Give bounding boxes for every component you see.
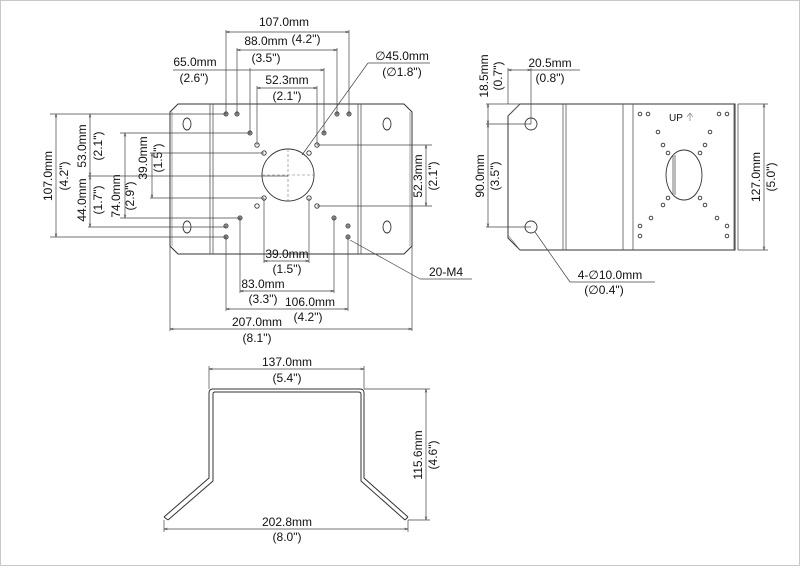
dim-202-mm: 202.8mm: [262, 515, 312, 529]
front-plate-outline: [169, 103, 413, 255]
dim-106-in: (4.2"): [294, 310, 323, 324]
dim-39-bottom-mm: 39.0mm: [265, 247, 308, 261]
up-label: UP: [669, 113, 683, 124]
dim-53-mm: 53.0mm: [75, 124, 89, 167]
dim-39-bottom-in: (1.5"): [273, 262, 302, 276]
cable-hole: [665, 149, 703, 201]
dim-90-mm: 90.0mm: [473, 154, 487, 197]
dim-20-mm: 20.5mm: [528, 56, 571, 70]
dim-127-mm: 127.0mm: [749, 152, 763, 202]
dim-39-left-mm: 39.0mm: [136, 136, 150, 179]
dim-52-top-mm: 52.3mm: [265, 73, 308, 87]
dim-83-in: (3.3"): [249, 292, 278, 306]
dim-65-mm: 65.0mm: [173, 55, 216, 69]
side-view: UP 18.5mm (0.7") 20.5mm (0.8") 90.0mm (3…: [473, 54, 778, 297]
slot-hole: [382, 220, 392, 234]
dim-137-in: (5.4"): [273, 371, 302, 385]
dim-107-top-in: (4.2"): [292, 32, 321, 46]
bracket-profile-outer: [163, 388, 409, 518]
hole-callout-in: (∅0.4"): [584, 283, 623, 297]
dim-20-in: (0.8"): [536, 71, 565, 85]
dim-18-in: (0.7"): [491, 62, 505, 91]
dim-107-left-in: (4.2"): [57, 162, 71, 191]
dim-207-in: (8.1"): [243, 331, 272, 345]
hole-callout-mm: 4-∅10.0mm: [578, 268, 642, 282]
dim-52-top-in: (2.1"): [273, 89, 302, 103]
dim-127-in: (5.0"): [764, 163, 778, 192]
dim-53-in: (2.1"): [91, 132, 105, 161]
dim-207-mm: 207.0mm: [232, 315, 282, 329]
dim-52-right-mm: 52.3mm: [411, 154, 425, 197]
dim-107-left-mm: 107.0mm: [41, 151, 55, 201]
dim-52-right-in: (2.1"): [426, 162, 440, 191]
thread-callout: 20-M4: [429, 265, 463, 279]
dim-115-in: (4.6"): [426, 441, 440, 470]
dim-88-mm: 88.0mm: [244, 34, 287, 48]
up-arrow-icon: [686, 112, 694, 121]
dim-107-top-mm: 107.0mm: [259, 15, 309, 29]
dim-44-mm: 44.0mm: [75, 178, 89, 221]
dim-202-in: (8.0"): [273, 530, 302, 544]
front-view: 107.0mm (4.2") 88.0mm (3.5") 65.0mm (2.6…: [41, 15, 472, 345]
dim-106-mm: 106.0mm: [285, 295, 335, 309]
center-hole-diameter-mm: ∅45.0mm: [375, 49, 429, 63]
dim-115-mm: 115.6mm: [411, 430, 425, 479]
center-hole-diameter-in: (∅1.8"): [382, 65, 421, 79]
side-plate-outline: [507, 103, 736, 251]
dim-74-in: (2.9"): [123, 182, 137, 211]
dim-83-mm: 83.0mm: [241, 277, 284, 291]
dim-74-mm: 74.0mm: [109, 174, 123, 217]
dim-44-in: (1.7"): [91, 186, 105, 215]
dim-39-left-in: (1.5"): [151, 144, 165, 173]
profile-view: 137.0mm (5.4") 115.6mm (4.6") 202.8mm (8…: [163, 355, 440, 544]
dim-88-in: (3.5"): [252, 51, 281, 65]
side-small-holes: [637, 111, 730, 239]
slot-hole: [182, 117, 192, 131]
dim-65-in: (2.6"): [180, 71, 209, 85]
dim-90-in: (3.5"): [488, 162, 502, 191]
bracket-profile-inner: [167, 391, 406, 521]
slot-hole: [382, 117, 392, 131]
dim-18-mm: 18.5mm: [477, 54, 491, 97]
dim-137-mm: 137.0mm: [262, 355, 312, 369]
